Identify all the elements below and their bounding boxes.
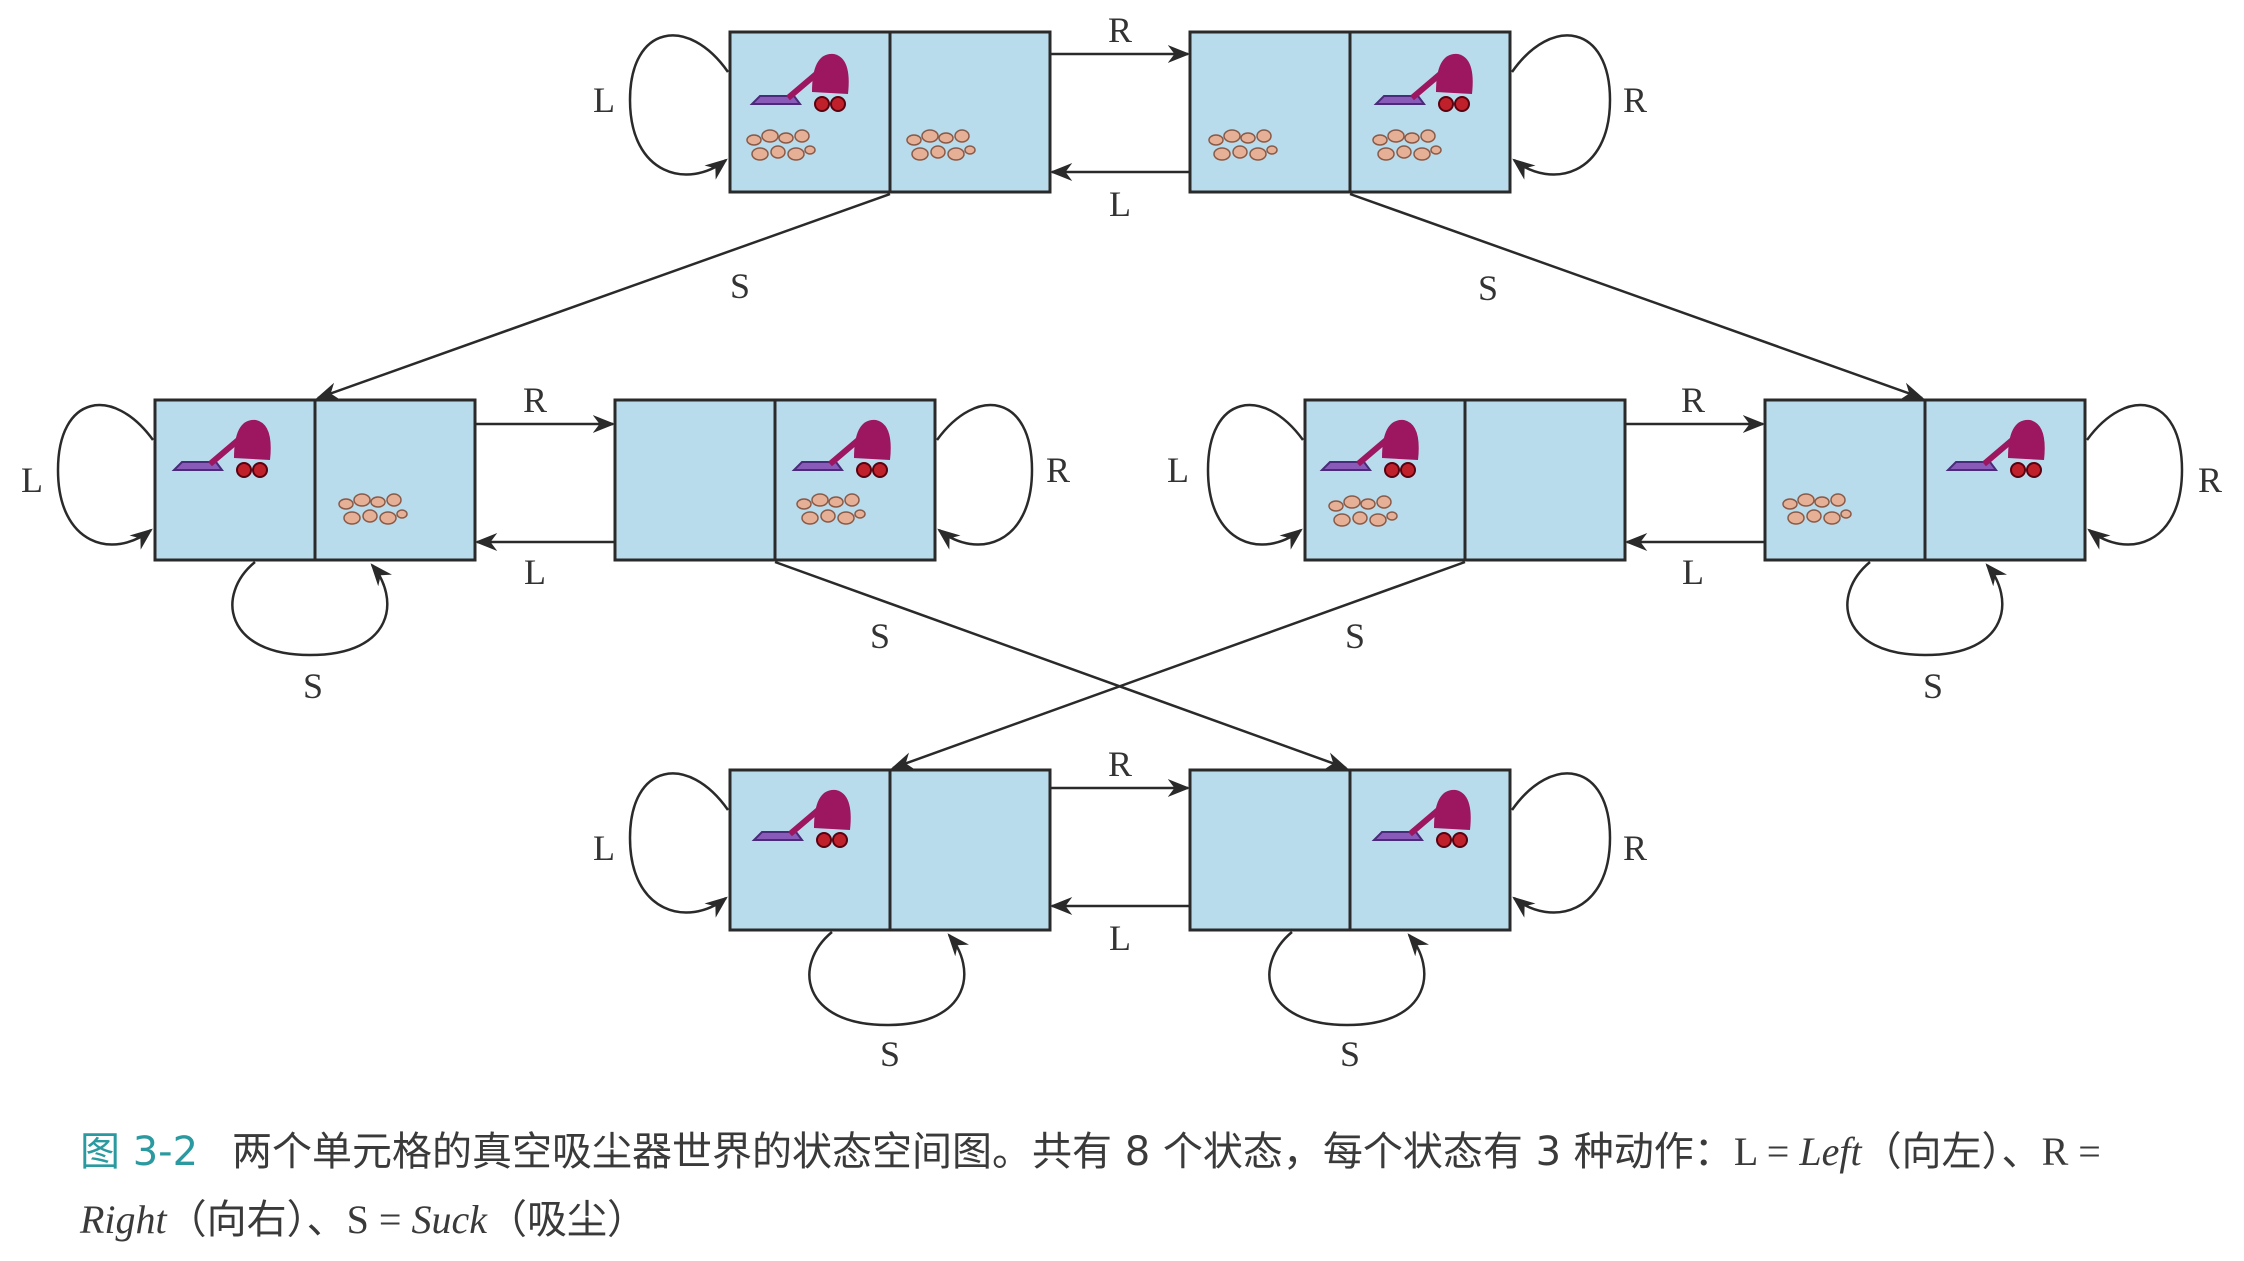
caption-suck-cn: （吸尘）: [487, 1197, 647, 1243]
figure-number: 图 3-2: [80, 1129, 199, 1175]
caption-right-cn: （向右）、: [166, 1197, 347, 1243]
state-2-right-cell: [1348, 30, 1512, 194]
edge-s-1-3: [315, 192, 891, 400]
label-l: L: [524, 552, 546, 592]
label-l: L: [1109, 918, 1131, 958]
state-6-left-cell: [1763, 398, 1927, 562]
label-s: S: [730, 266, 750, 306]
label-r: R: [1681, 380, 1705, 420]
self-loops-suck: [231, 561, 2007, 1027]
edge-labels: R L R L R L R L S S S S L L L L R R R R …: [21, 10, 2222, 1074]
label-r: R: [523, 380, 547, 420]
transitions-horizontal: [474, 45, 1766, 915]
label-l: L: [1167, 450, 1189, 490]
label-l: L: [593, 80, 615, 120]
state-3: [153, 398, 477, 562]
label-r: R: [2198, 460, 2222, 500]
label-s: S: [880, 1034, 900, 1074]
state-8-left-cell: [1188, 768, 1352, 932]
label-s: S: [1340, 1034, 1360, 1074]
label-s: S: [870, 616, 890, 656]
label-l: L: [21, 460, 43, 500]
state-1: [728, 30, 1052, 194]
state-5-left-cell: [1303, 398, 1467, 562]
caption-s: S =: [346, 1197, 412, 1242]
state-7-left-cell: [728, 768, 892, 932]
state-5: [1303, 398, 1627, 562]
state-2: [1188, 30, 1512, 194]
label-r: R: [1108, 10, 1132, 50]
transitions-suck: [315, 192, 1925, 770]
state-4-right-cell: [773, 398, 937, 562]
caption-left-word: Left: [1799, 1129, 1862, 1174]
state-6: [1763, 398, 2087, 562]
caption-l: L =: [1733, 1129, 1800, 1174]
state-1-left-cell: [728, 30, 892, 194]
label-l: L: [1109, 184, 1131, 224]
state-5-right-cell: [1463, 398, 1627, 562]
self-loops-right: [935, 34, 2184, 918]
edge-s-4-8: [774, 560, 1349, 770]
state-7-right-cell: [888, 768, 1052, 932]
caption-r: R =: [2041, 1129, 2101, 1174]
edge-s-5-7: [890, 560, 1466, 770]
state-6-right-cell: [1923, 398, 2087, 562]
self-loops-left: [56, 34, 1305, 918]
state-8-right-cell: [1348, 768, 1512, 932]
edge-s-2-6: [1349, 192, 1925, 400]
label-s: S: [303, 666, 323, 706]
state-7: [728, 768, 1052, 932]
figure-caption: 图 3-2 两个单元格的真空吸尘器世界的状态空间图。共有 8 个状态，每个状态有 …: [80, 1118, 2190, 1254]
state-2-left-cell: [1188, 30, 1352, 194]
state-4: [613, 398, 937, 562]
label-r: R: [1108, 744, 1132, 784]
state-8: [1188, 768, 1512, 932]
state-1-right-cell: [888, 30, 1052, 194]
state-3-right-cell: [313, 398, 477, 562]
label-l: L: [593, 828, 615, 868]
label-s: S: [1345, 616, 1365, 656]
state-3-left-cell: [153, 398, 317, 562]
label-s: S: [1478, 268, 1498, 308]
label-r: R: [1046, 450, 1070, 490]
label-r: R: [1623, 80, 1647, 120]
caption-right-word: Right: [80, 1197, 167, 1242]
caption-text: 两个单元格的真空吸尘器世界的状态空间图。共有 8 个状态，每个状态有 3 种动作…: [232, 1129, 1734, 1175]
caption-suck-word: Suck: [411, 1197, 487, 1242]
label-l: L: [1682, 552, 1704, 592]
caption-left-cn: （向左）、: [1861, 1129, 2042, 1175]
state-4-left-cell: [613, 398, 777, 562]
label-s: S: [1923, 666, 1943, 706]
state-space-diagram: R L R L R L R L S S S S L L L L R R R R …: [21, 10, 2222, 1074]
label-r: R: [1623, 828, 1647, 868]
